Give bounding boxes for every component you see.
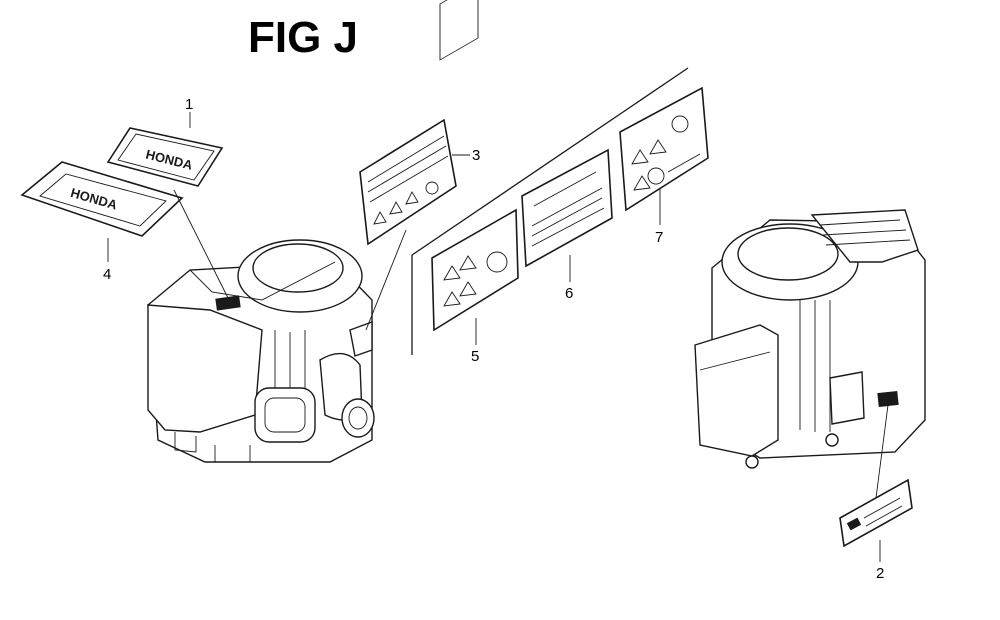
label-4-emblem: HONDA [20, 161, 184, 237]
callout-5: 5 [471, 348, 479, 365]
figure-title: FIG J [248, 13, 358, 62]
label-7-warning [619, 86, 709, 212]
label-3-warning [359, 118, 457, 246]
callout-4: 4 [103, 266, 111, 283]
label-6-warning [521, 148, 613, 268]
label-1-emblem: HONDA [106, 127, 224, 187]
label-2-plate [839, 478, 913, 548]
engine-right [694, 209, 926, 469]
callout-7: 7 [655, 229, 663, 246]
label-panel-outline [411, 67, 689, 355]
engine-left [147, 239, 375, 463]
leader-lines [107, 112, 889, 562]
callout-1: 1 [185, 96, 193, 113]
label-5-warning [431, 0, 519, 332]
callout-3: 3 [472, 147, 480, 164]
callout-6: 6 [565, 285, 573, 302]
callout-2: 2 [876, 565, 884, 582]
